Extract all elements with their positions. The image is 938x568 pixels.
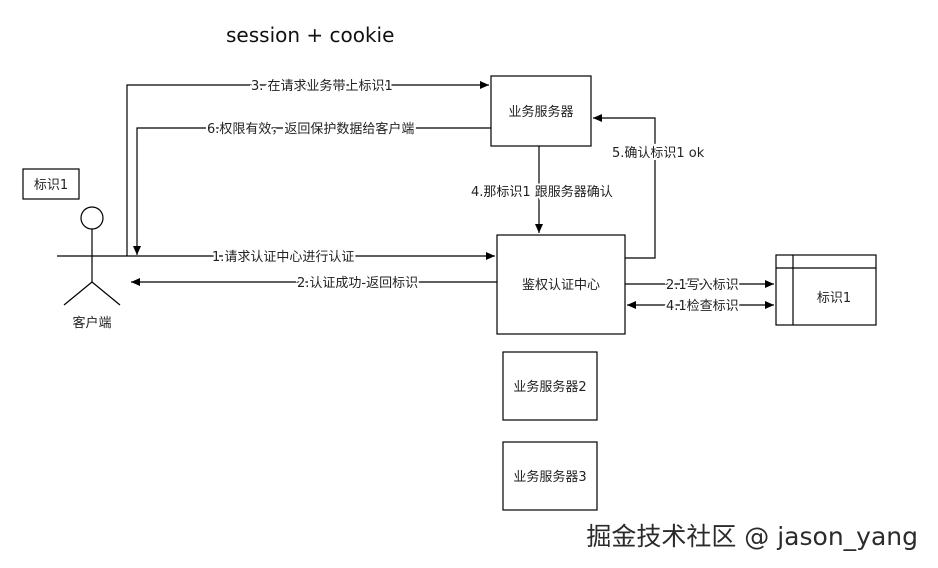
edge-5-label: 5.确认标识1 ok [612,146,705,161]
edge-3-line [126,81,489,256]
client-token-note: 标识1 [22,168,80,200]
token-store-box [775,254,877,326]
business-server-3-box [502,441,598,511]
diagram-title: session + cookie [226,23,394,47]
business-server-2-node: 业务服务器2 [502,351,598,421]
edge-1: 1.请求认证中心进行认证 [127,248,495,267]
client-token-note-box [22,168,80,200]
edge-6-label: 6.权限有效，返回保护数据给客户端 [207,121,414,137]
auth-center-node: 鉴权认证中心 [496,234,626,335]
business-server-3-node: 业务服务器3 [502,441,598,511]
business-server-2-box [502,351,598,421]
client-token-note-label: 标识1 [34,178,68,193]
edge-2-label: 2.认证成功-返回标识 [297,276,418,291]
edge-2-1: 2.1写入标识 [625,276,774,295]
business-server-node: 业务服务器 [490,75,592,147]
business-server-3-label: 业务服务器3 [513,469,586,485]
edge-4-1: 4.1检查标识 [627,297,774,316]
actor-label: 客户端 [72,315,111,331]
edge-2: 2.认证成功-返回标识 [131,274,497,293]
edge-5-line [593,114,656,259]
auth-center-box [496,234,626,335]
edge-5: 5.确认标识1 ok [593,114,707,259]
token-store-label: 标识1 [817,291,851,306]
actor-head [80,206,104,230]
edge-1-label: 1.请求认证中心进行认证 [212,250,354,265]
edge-2-1-label: 2.1写入标识 [666,278,739,293]
edge-6-line [133,127,491,255]
edge-4-1-label: 4.1检查标识 [666,299,739,314]
edge-4: 4.那标识1 跟服务器确认 [469,146,615,233]
edge-3: 3. 在请求业务带上标识1 [126,76,489,256]
business-server-2-label: 业务服务器2 [513,379,586,395]
actor-left-leg [63,281,93,306]
edge-3-label: 3. 在请求业务带上标识1 [251,78,393,94]
actor-right-leg [91,281,121,306]
business-server-label: 业务服务器 [508,104,573,120]
watermark: 掘金技术社区 @ jason_yang [586,522,918,551]
business-server-box [490,75,592,147]
client-actor: 客户端 [57,206,127,331]
edge-6: 6.权限有效，返回保护数据给客户端 [133,119,491,255]
edge-4-label: 4.那标识1 跟服务器确认 [471,184,613,200]
token-store-node: 标识1 [775,254,877,326]
auth-center-label: 鉴权认证中心 [522,277,600,293]
